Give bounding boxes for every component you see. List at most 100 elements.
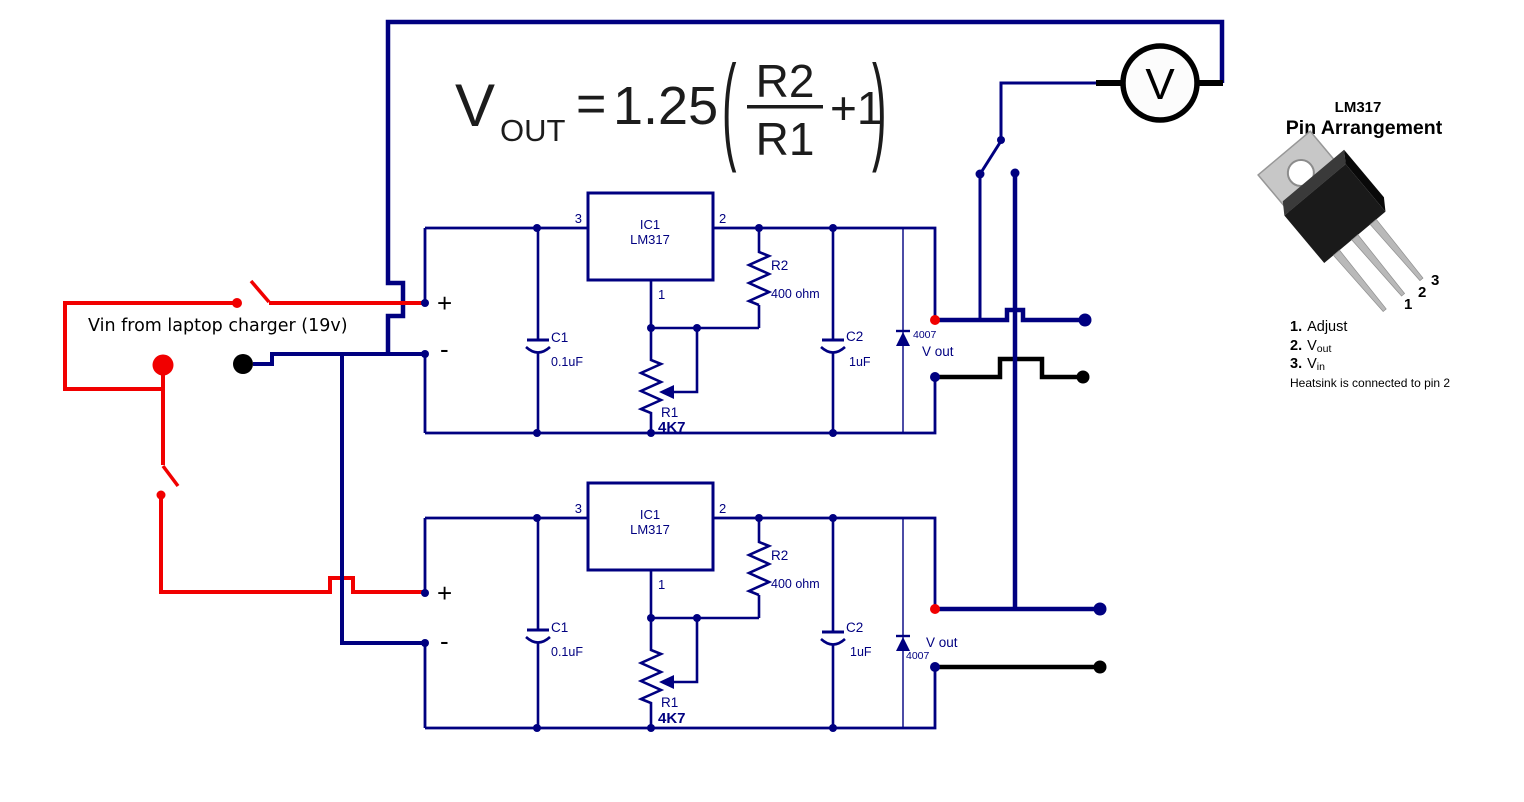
junction-dot [533,224,541,232]
junction-dot [647,724,655,732]
potentiometer-wiper-lead [673,328,699,394]
junction-dot [755,514,763,522]
wire-negative-drop-to-bottom [340,354,423,645]
minus-sign: - [440,334,449,364]
to220-pin-3 [1369,218,1424,282]
diode-4007-symbol [896,637,910,651]
pin3-label: 3 [575,211,582,226]
wire-output-positive-top [935,307,1085,323]
input-source-network: Vin from laptop charger (19v) [63,279,423,645]
vout-label: V out [922,344,954,359]
junction-dot [647,429,655,437]
minus-input-node [421,639,429,647]
vout-label: V out [926,635,958,650]
voltmeter-network: V [975,43,1223,609]
ic1-box [586,191,715,282]
junction-dot [533,429,541,437]
selector-pivot-dot [997,136,1005,144]
r1-ref-label: R1 [661,695,678,710]
c2-value-label: 1uF [849,355,871,369]
formula-variable: V [455,72,495,139]
potentiometer-r1 [637,328,665,433]
pin-legend-adjust: 1.Adjust [1290,319,1347,335]
output-minus-terminal [1076,370,1090,384]
rail-output-top [713,226,937,320]
junction-dot [533,724,541,732]
diode-4007-label: 4007 [906,650,930,662]
minus-input-node [421,350,429,358]
to220-package-image [1257,130,1424,312]
wire-selector-pivot [999,81,1096,140]
pin-number-2: 2 [1418,284,1426,301]
r2-ref-label: R2 [771,548,788,563]
formula-close-paren: ) [872,40,886,173]
c1-value-label: 0.1uF [551,355,583,369]
junction-dot [829,724,837,732]
c2-ref-label: C2 [846,620,863,635]
output-voltage-formula: V OUT = 1.25 ( R2 R1 +1 ) [455,40,886,173]
ic1-part-label: LM317 [630,522,670,537]
ic1-ref-label: IC1 [640,217,660,232]
selector-switch-blade [980,140,1003,172]
c1-ref-label: C1 [551,330,568,345]
wire-red-positive-loop [63,301,237,391]
regulator-circuit-bottom: IC1 LM317 3 2 1 C1 0.1uF R2 400 ohm R1 4… [421,481,1107,732]
switch-bottom-blade [161,464,180,488]
pin2-label: 2 [719,501,726,516]
wire-adjust-net [649,280,761,330]
voltmeter-body [1120,43,1200,123]
output-minus-node [930,662,940,672]
ic1-ref-label: IC1 [640,507,660,522]
formula-variable-subscript: OUT [500,113,566,148]
junction-dot [693,324,701,332]
output-plus-node [930,315,940,325]
capacitor-c1-curved-plate [525,636,551,644]
junction-dot [829,224,837,232]
pin-legend-vin: 3.Vin [1290,356,1325,373]
potentiometer-wiper-arrow [659,675,674,689]
lm317-pinout-panel: LM317 Pin Arrangement 1 2 3 1.Adjust 2.V… [1257,99,1450,390]
wire-output-negative-top [938,356,1083,380]
pinout-title: LM317 [1335,99,1382,116]
junction-dot [647,324,655,332]
wire-negative-link [253,352,423,366]
junction-dot [829,514,837,522]
formula-plus-one: +1 [830,82,882,134]
formula-open-paren: ( [722,40,737,173]
junction-dot [755,224,763,232]
switch-top-blade [249,279,271,304]
plus-input-node [421,299,429,307]
formula-coefficient: 1.25 [613,76,718,136]
to220-pin-1 [1332,249,1387,312]
wire-red-to-bottom-plus [159,495,423,594]
positive-terminal-plug [152,354,174,376]
to220-body [1284,164,1386,264]
r2-value-label: 400 ohm [771,287,820,301]
output-minus-node [930,372,940,382]
formula-fraction-bar [747,105,823,109]
negative-terminal-plug [233,354,253,374]
ic1-part-label: LM317 [630,232,670,247]
resistor-r2 [745,228,773,307]
pin2-label: 2 [719,211,726,226]
c1-value-label: 0.1uF [551,645,583,659]
formula-equals: = [576,75,606,133]
to220-pin-2 [1351,234,1406,297]
wire-voltmeter-loop [385,19,1225,354]
to220-body-side-face [1344,149,1386,212]
potentiometer-wiper-lead [673,618,699,684]
pin-number-1: 1 [1404,296,1412,313]
junction-dot [533,514,541,522]
r1-ref-label: R1 [661,405,678,420]
c1-ref-label: C1 [551,620,568,635]
pin3-label: 3 [575,501,582,516]
junction-dot [647,614,655,622]
pin1-label: 1 [658,287,665,302]
to220-body-top-face [1282,149,1346,216]
regulator-circuit-top: IC1 LM317 3 2 1 C1 0.1uF R2 400 ohm R1 4… [421,191,1092,437]
c2-value-label: 1uF [850,645,872,659]
pin-number-3: 3 [1431,272,1439,289]
pinout-heatsink-note: Heatsink is connected to pin 2 [1290,376,1450,390]
